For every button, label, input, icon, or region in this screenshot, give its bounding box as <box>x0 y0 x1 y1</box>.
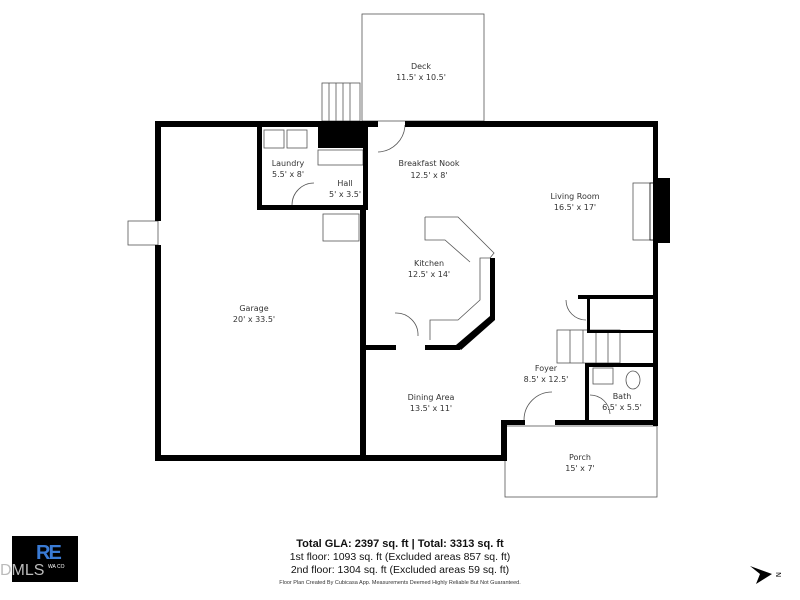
room-size-kitchen: 12.5' x 14' <box>408 270 450 279</box>
room-name-bath: Bath <box>613 392 632 401</box>
mls-watermark: DMLS <box>0 562 45 579</box>
room-name-laundry: Laundry <box>272 159 305 168</box>
dryer <box>286 129 308 149</box>
room-labels: Deck 11.5' x 10.5' Laundry 5.5' x 8' Hal… <box>233 62 642 473</box>
north-label: N <box>774 572 782 577</box>
room-size-porch: 15' x 7' <box>565 464 595 473</box>
room-size-living-room: 16.5' x 17' <box>554 203 596 212</box>
walls <box>155 121 670 461</box>
logo-sub: WA CO <box>48 564 65 570</box>
total-area: Total GLA: 2397 sq. ft | Total: 3313 sq.… <box>296 538 504 550</box>
washer <box>263 129 285 149</box>
hall-bench <box>317 149 364 166</box>
deck-stairs <box>321 82 361 122</box>
kitchen-counter <box>425 216 495 340</box>
north-arrow-icon: N <box>750 566 782 584</box>
room-name-breakfast-nook: Breakfast Nook <box>398 159 459 168</box>
bath-sink <box>592 367 614 385</box>
room-name-dining-area: Dining Area <box>408 393 455 402</box>
porch-outline <box>504 425 658 498</box>
room-size-foyer: 8.5' x 12.5' <box>524 375 569 384</box>
room-size-laundry: 5.5' x 8' <box>272 170 304 179</box>
room-size-dining-area: 13.5' x 11' <box>410 404 452 413</box>
toilet <box>625 370 641 390</box>
room-size-deck: 11.5' x 10.5' <box>396 73 446 82</box>
door-swing <box>377 124 406 153</box>
room-name-living-room: Living Room <box>550 192 599 201</box>
room-size-bath: 6.5' x 5.5' <box>602 403 642 412</box>
foyer-stairs <box>556 329 621 364</box>
logo-mark: RE <box>36 542 62 564</box>
room-size-hall: 5' x 3.5' <box>329 190 361 199</box>
room-size-breakfast-nook: 12.5' x 8' <box>410 171 447 180</box>
room-name-kitchen: Kitchen <box>414 259 444 268</box>
room-name-hall: Hall <box>337 179 352 188</box>
second-floor-area: 2nd floor: 1304 sq. ft (Excluded areas 5… <box>290 564 510 576</box>
first-floor-area: 1st floor: 1093 sq. ft (Excluded areas 8… <box>289 551 511 563</box>
logo: RE WA CO <box>12 536 78 582</box>
room-name-foyer: Foyer <box>535 364 558 373</box>
room-size-garage: 20' x 33.5' <box>233 315 275 324</box>
disclaimer: Floor Plan Created By Cubicasa App. Meas… <box>279 580 521 586</box>
garage-side-door <box>127 220 159 246</box>
room-name-garage: Garage <box>239 304 268 313</box>
room-name-deck: Deck <box>411 62 431 71</box>
hall-stairs <box>322 213 360 242</box>
room-name-porch: Porch <box>569 453 591 462</box>
